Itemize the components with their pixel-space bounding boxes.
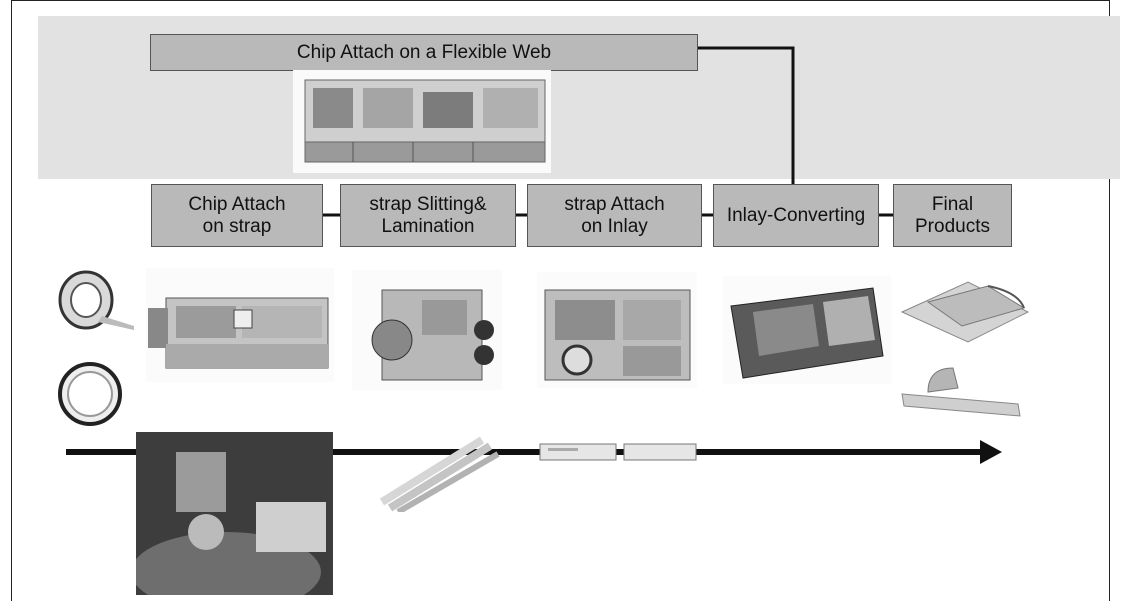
inlay-converting-machine-photo [723,276,891,384]
die-bonding-closeup-photo [136,432,333,595]
web-connector-line [698,48,793,184]
chip-attach-machine-photo [146,268,334,382]
slitting-machine-photo [352,270,502,390]
strap-strips-photo [372,432,502,512]
final-products-tags-photo [898,272,1034,346]
flow-arrow-head [980,440,1002,464]
web-machine-photo [293,70,551,173]
strap-attach-machine-photo [537,272,697,388]
final-products-label-photo [898,358,1028,424]
tape-reel-photo [56,268,136,333]
inlay-strip-photo [538,440,698,464]
wafer-reel-photo [56,360,136,430]
